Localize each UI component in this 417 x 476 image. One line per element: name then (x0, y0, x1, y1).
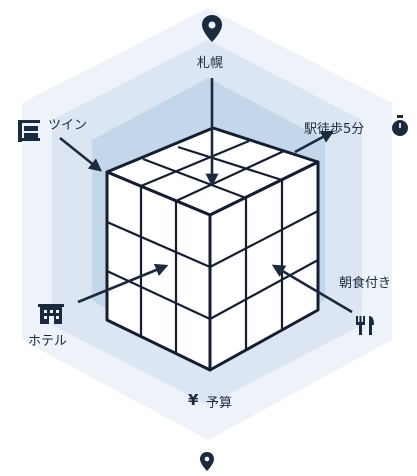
bed-icon (18, 120, 40, 142)
arrow-breakfast (271, 264, 353, 314)
label-hotel: ホテル (28, 334, 68, 349)
fork-knife-icon (356, 316, 374, 335)
building-icon (38, 304, 64, 324)
stopwatch-icon (392, 115, 408, 136)
label-room: ツイン (48, 118, 88, 133)
location-pin-icon (202, 15, 222, 42)
yen-icon: ¥ (188, 391, 199, 409)
footer-location-icon (200, 452, 214, 471)
arrow-station (294, 130, 335, 154)
label-location: 札幌 (197, 56, 224, 71)
cube-grid (106, 139, 319, 353)
arrow-room (59, 136, 103, 172)
label-breakfast: 朝食付き (339, 276, 392, 291)
arrow-hotel (77, 263, 169, 304)
label-station: 駅徒歩5分 (304, 122, 365, 137)
label-budget: 予算 (206, 396, 233, 411)
